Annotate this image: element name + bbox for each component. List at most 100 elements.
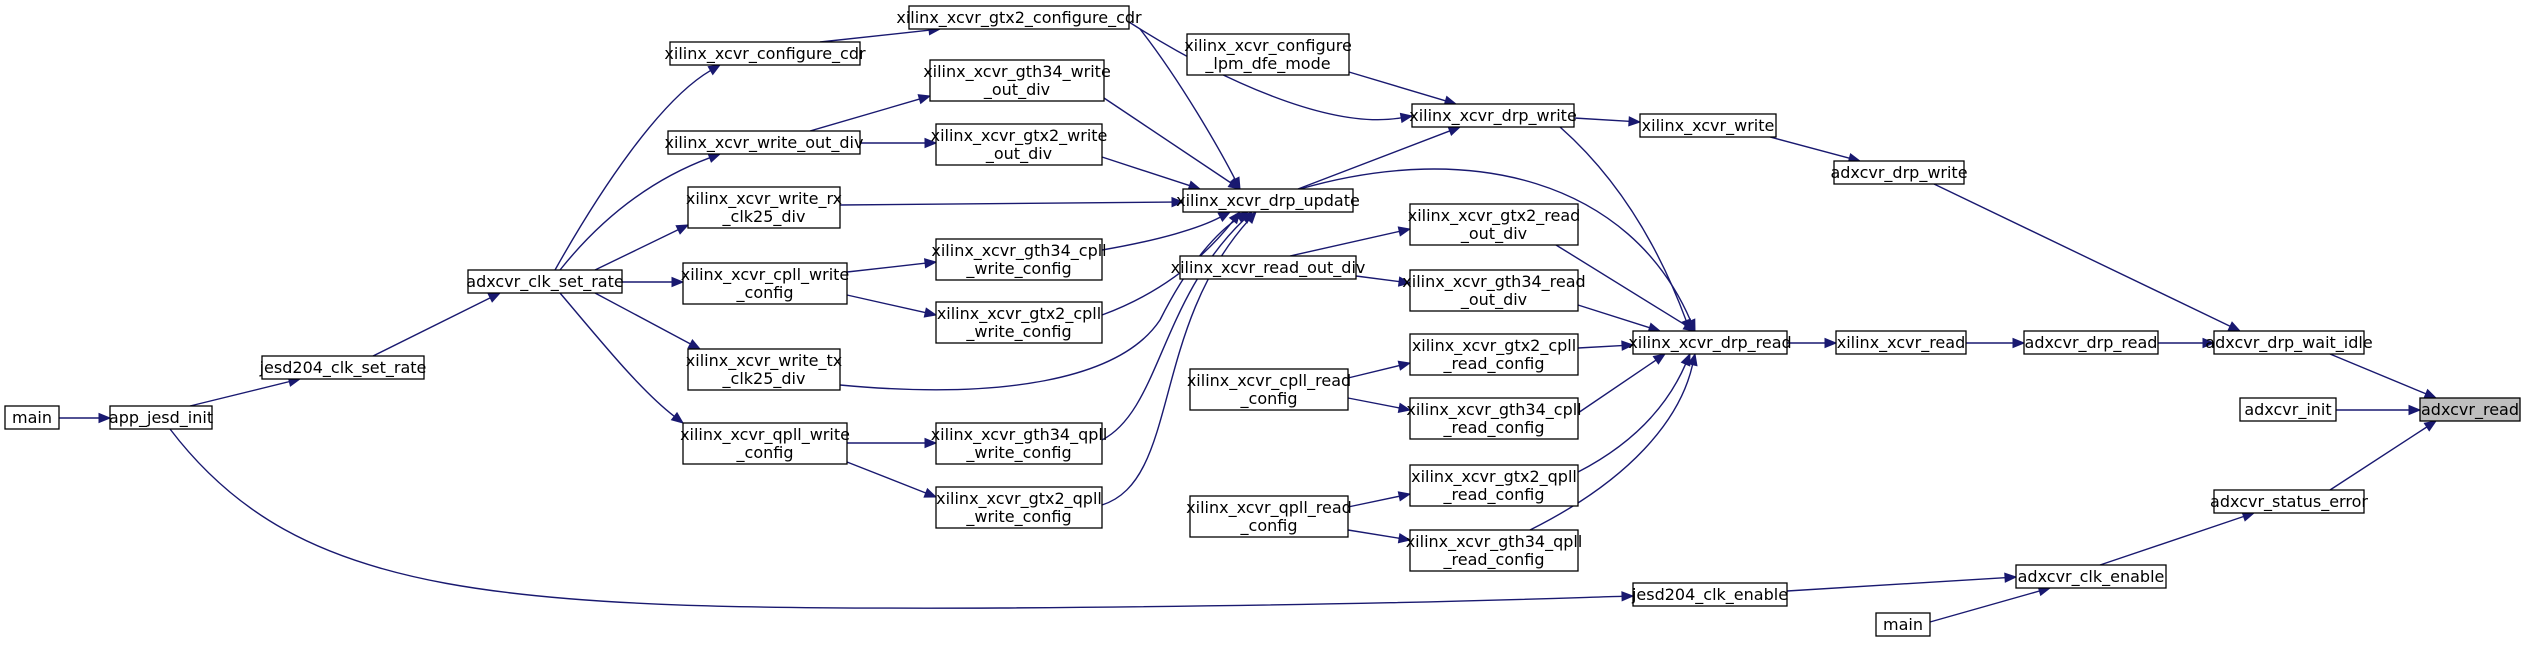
node-label: adxcvr_init <box>2244 400 2331 420</box>
node-xilinx-xcvr-drp-write[interactable]: xilinx_xcvr_drp_write <box>1409 103 1577 128</box>
node-adxcvr-drp-write[interactable]: adxcvr_drp_write <box>1830 160 1968 185</box>
node-label: adxcvr_read <box>2421 400 2519 420</box>
node-label: xilinx_xcvr_write <box>1642 116 1775 136</box>
node-xilinx-xcvr-write[interactable]: xilinx_xcvr_write <box>1639 113 1777 138</box>
node-adxcvr-status-error[interactable]: adxcvr_status_error <box>2210 489 2368 514</box>
node-xilinx-xcvr-write-rx-clk25-div[interactable]: xilinx_xcvr_write_rx_clk25_div <box>686 186 842 229</box>
node-box <box>687 186 841 229</box>
node-xilinx-xcvr-gtx2-read-out-div[interactable]: xilinx_xcvr_gtx2_read_out_div <box>1408 203 1581 246</box>
node-adxcvr-drp-wait-idle[interactable]: adxcvr_drp_wait_idle <box>2205 330 2373 355</box>
node-label: jesd204_clk_set_rate <box>259 358 427 378</box>
arrowhead-xilinx_xcvr_gtx2_configure_cdr-to-xilinx_xcvr_drp_write <box>1399 112 1414 124</box>
node-adxcvr-read[interactable]: adxcvr_read <box>2419 397 2521 422</box>
node-label: _config <box>1240 516 1298 536</box>
edge-xilinx_xcvr_gtx2_cpll_read_config-to-xilinx_xcvr_drp_read <box>1577 344 1623 349</box>
node-xilinx-xcvr-gth34-qpll-write-config[interactable]: xilinx_xcvr_gth34_qpll_write_config <box>931 422 1108 465</box>
arrowhead-adxcvr_drp_wait_idle-to-adxcvr_read <box>2423 388 2438 399</box>
arrowhead-xilinx_xcvr_gtx2_qpll_read_config-to-xilinx_xcvr_drp_read <box>1680 352 1691 367</box>
node-xilinx-xcvr-cpll-read-config[interactable]: xilinx_xcvr_cpll_read_config <box>1187 368 1351 411</box>
node-box <box>1639 113 1777 138</box>
node-xilinx-xcvr-drp-update[interactable]: xilinx_xcvr_drp_update <box>1176 188 1360 213</box>
edge-xilinx_xcvr_qpll_read_config-to-xilinx_xcvr_gtx2_qpll_read_config <box>1347 495 1400 508</box>
node-box <box>1411 103 1575 128</box>
arrowhead-adxcvr_status_error-to-adxcvr_read <box>2423 420 2438 432</box>
node-label: xilinx_xcvr_gth34_write <box>923 62 1111 82</box>
node-label: main <box>12 408 52 427</box>
arrowhead-xilinx_xcvr_drp_write-to-xilinx_xcvr_write <box>1628 116 1642 127</box>
node-label: xilinx_xcvr_qpll_read <box>1186 498 1352 518</box>
node-label: _lpm_dfe_mode <box>1204 54 1330 74</box>
node-label: _write_config <box>965 259 1071 279</box>
node-xilinx-xcvr-write-tx-clk25-div[interactable]: xilinx_xcvr_write_tx_clk25_div <box>686 348 842 391</box>
node-xilinx-xcvr-gth34-cpll-read-config[interactable]: xilinx_xcvr_gth34_cpll_read_config <box>1406 397 1582 440</box>
edge-xilinx_xcvr_drp_write-to-xilinx_xcvr_write <box>1573 117 1630 123</box>
edge-app_jesd_init-to-jesd204_clk_set_rate <box>189 380 290 407</box>
node-box <box>667 130 861 155</box>
node-adxcvr-drp-read[interactable]: adxcvr_drp_read <box>2023 330 2159 355</box>
edge-xilinx_xcvr_write-to-adxcvr_drp_write <box>1769 136 1850 159</box>
edge-xilinx_xcvr_write_rx_clk25_div-to-xilinx_xcvr_drp_update <box>839 201 1173 206</box>
edge-xilinx_xcvr_cpll_write_config-to-xilinx_xcvr_gth34_cpll_write_config <box>846 262 926 273</box>
node-label: _read_config <box>1443 485 1545 505</box>
arrowhead-main_a-to-app_jesd_init <box>98 412 112 424</box>
node-xilinx-xcvr-write-out-div[interactable]: xilinx_xcvr_write_out_div <box>665 130 864 155</box>
arrowhead-xilinx_xcvr_cpll_read_config-to-xilinx_xcvr_gtx2_cpll_read_config <box>1397 360 1412 371</box>
node-xilinx-xcvr-gtx2-configure-cdr[interactable]: xilinx_xcvr_gtx2_configure_cdr <box>896 5 1142 30</box>
node-adxcvr-clk-set-rate[interactable]: adxcvr_clk_set_rate <box>466 269 624 294</box>
node-jesd204-clk-enable[interactable]: jesd204_clk_enable <box>1631 582 1788 607</box>
edge-adxcvr_clk_set_rate-to-xilinx_xcvr_qpll_write_config <box>559 292 675 417</box>
node-label: xilinx_xcvr_drp_update <box>1176 191 1360 211</box>
edge-xilinx_xcvr_gtx2_configure_cdr-to-xilinx_xcvr_drp_write <box>1128 21 1402 121</box>
node-xilinx-xcvr-configure-lpm-dfe-mode[interactable]: xilinx_xcvr_configure_lpm_dfe_mode <box>1184 33 1352 76</box>
edge-adxcvr_status_error-to-adxcvr_read <box>2329 426 2428 491</box>
node-box <box>467 269 623 294</box>
node-label: _read_config <box>1443 354 1545 374</box>
arrowhead-xilinx_xcvr_read-to-adxcvr_drp_read <box>2012 337 2026 349</box>
node-box <box>1179 255 1357 280</box>
node-main-a[interactable]: main <box>4 405 60 430</box>
node-xilinx-xcvr-qpll-write-config[interactable]: xilinx_xcvr_qpll_write_config <box>680 422 850 465</box>
node-xilinx-xcvr-read[interactable]: xilinx_xcvr_read <box>1835 330 1967 355</box>
edge-adxcvr_clk_set_rate-to-xilinx_xcvr_configure_cdr <box>554 69 711 271</box>
node-xilinx-xcvr-drp-read[interactable]: xilinx_xcvr_drp_read <box>1628 330 1792 355</box>
node-label: _out_div <box>983 80 1050 100</box>
node-xilinx-xcvr-configure-cdr[interactable]: xilinx_xcvr_configure_cdr <box>664 41 866 66</box>
node-xilinx-xcvr-cpll-write-config[interactable]: xilinx_xcvr_cpll_write_config <box>681 262 850 305</box>
node-label: xilinx_xcvr_gtx2_cpll <box>1412 336 1576 356</box>
arrowhead-adxcvr_clk_set_rate-to-xilinx_xcvr_configure_cdr <box>707 64 722 76</box>
node-xilinx-xcvr-gth34-write-out-div[interactable]: xilinx_xcvr_gth34_write_out_div <box>923 59 1111 102</box>
node-xilinx-xcvr-gth34-read-out-div[interactable]: xilinx_xcvr_gth34_read_out_div <box>1402 269 1586 312</box>
node-label: _clk25_div <box>722 207 806 227</box>
edge-app_jesd_init-to-jesd204_clk_enable <box>169 428 1623 609</box>
node-xilinx-xcvr-gtx2-qpll-read-config[interactable]: xilinx_xcvr_gtx2_qpll_read_config <box>1409 464 1579 507</box>
node-label: xilinx_xcvr_write_tx <box>686 351 842 371</box>
node-main-b[interactable]: main <box>1875 612 1931 637</box>
node-xilinx-xcvr-gtx2-write-out-div[interactable]: xilinx_xcvr_gtx2_write_out_div <box>931 123 1108 166</box>
node-adxcvr-init[interactable]: adxcvr_init <box>2239 397 2337 422</box>
node-label: adxcvr_drp_read <box>2025 333 2158 353</box>
node-xilinx-xcvr-read-out-div[interactable]: xilinx_xcvr_read_out_div <box>1171 255 1366 280</box>
node-xilinx-xcvr-gtx2-cpll-write-config[interactable]: xilinx_xcvr_gtx2_cpll_write_config <box>935 301 1103 344</box>
arrowhead-adxcvr_clk_set_rate-to-xilinx_xcvr_write_out_div <box>707 153 722 163</box>
node-xilinx-xcvr-qpll-read-config[interactable]: xilinx_xcvr_qpll_read_config <box>1186 495 1352 538</box>
arrowhead-adxcvr_clk_set_rate-to-xilinx_xcvr_qpll_write_config <box>670 411 685 424</box>
edge-xilinx_xcvr_cpll_write_config-to-xilinx_xcvr_gtx2_cpll_write_config <box>846 294 926 314</box>
node-box <box>935 486 1103 529</box>
node-xilinx-xcvr-gtx2-cpll-read-config[interactable]: xilinx_xcvr_gtx2_cpll_read_config <box>1409 333 1579 376</box>
edge-adxcvr_clk_set_rate-to-xilinx_xcvr_write_tx_clk25_div <box>594 292 691 345</box>
node-label: xilinx_xcvr_gtx2_read <box>1408 206 1581 226</box>
node-label: xilinx_xcvr_gtx2_configure_cdr <box>896 8 1142 28</box>
node-xilinx-xcvr-gth34-cpll-write-config[interactable]: xilinx_xcvr_gth34_cpll_write_config <box>931 238 1107 281</box>
edge-adxcvr_clk_set_rate-to-xilinx_xcvr_write_out_div <box>559 157 710 271</box>
node-label: xilinx_xcvr_gtx2_qpll <box>1411 467 1577 487</box>
arrowhead-xilinx_xcvr_gtx2_cpll_read_config-to-xilinx_xcvr_drp_read <box>1621 340 1635 351</box>
node-box <box>261 355 425 380</box>
node-adxcvr-clk-enable[interactable]: adxcvr_clk_enable <box>2015 564 2167 589</box>
edge-xilinx_xcvr_gth34_qpll_read_config-to-xilinx_xcvr_drp_read <box>1529 364 1694 531</box>
node-box <box>1409 333 1579 376</box>
node-box <box>4 405 60 430</box>
node-jesd204-clk-set-rate[interactable]: jesd204_clk_set_rate <box>259 355 427 380</box>
node-app-jesd-init[interactable]: app_jesd_init <box>109 405 213 430</box>
node-xilinx-xcvr-gth34-qpll-read-config[interactable]: xilinx_xcvr_gth34_qpll_read_config <box>1406 529 1583 572</box>
node-xilinx-xcvr-gtx2-qpll-write-config[interactable]: xilinx_xcvr_gtx2_qpll_write_config <box>935 486 1103 529</box>
